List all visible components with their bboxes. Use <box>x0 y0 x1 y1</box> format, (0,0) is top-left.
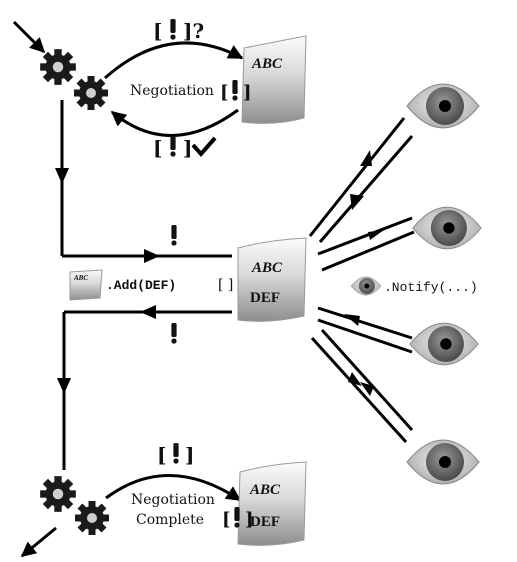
observer-links <box>308 117 415 444</box>
add-doc-icon: ABC <box>69 269 103 301</box>
exclamation-icon <box>173 443 179 464</box>
doc-text-bottom: DEF <box>250 514 280 530</box>
document-icon: ABC DEF <box>237 237 307 322</box>
svg-text:[: [ <box>220 82 229 103</box>
document-icon: ABC DEF <box>237 461 307 546</box>
checkmark-icon <box>191 136 217 158</box>
notify-call-label: .Notify(...) <box>384 280 478 295</box>
exclamation-icon <box>170 19 176 40</box>
svg-text:]: ] <box>243 82 252 103</box>
request-marker: [ ]? <box>153 19 204 43</box>
flow-return-arrowhead <box>140 305 156 319</box>
exclamation-icon <box>171 225 177 246</box>
eye-icon <box>406 439 480 485</box>
outgoing-arrow <box>20 526 57 558</box>
svg-text:]: ] <box>185 443 194 467</box>
negotiation-label: Negotiation <box>130 83 214 99</box>
svg-text:[: [ <box>153 19 162 43</box>
svg-text:]?: ]? <box>183 19 204 43</box>
add-call-label: .Add(DEF) <box>106 278 176 293</box>
negotiation-complete-line2: Complete <box>136 512 204 528</box>
svg-text:]: ] <box>245 509 254 530</box>
exclamation-icon <box>170 136 176 157</box>
eye-icon <box>350 276 382 296</box>
eye-icon <box>412 206 482 250</box>
doc-text-bottom: DEF <box>250 290 280 306</box>
accept-marker: [ ] <box>153 136 217 160</box>
doc-pending-marker: [ ] <box>220 80 252 103</box>
incoming-arrow <box>12 20 46 54</box>
doc-pending-marker: [ ] <box>218 277 233 293</box>
exclamation-icon <box>234 507 240 528</box>
flow-right-arrowhead <box>144 249 160 263</box>
doc-text-top: ABC <box>249 482 281 498</box>
svg-text:ABC: ABC <box>73 274 88 282</box>
final-arc <box>105 474 242 502</box>
svg-text:]: ] <box>183 136 192 160</box>
request-marker: [ ] <box>157 443 194 467</box>
request-arc <box>104 41 244 80</box>
eye-icon <box>409 322 479 366</box>
eye-icon <box>406 83 480 129</box>
document-icon: ABC <box>241 35 307 124</box>
doc-pending-marker: [ ] <box>222 507 254 530</box>
exclamation-icon <box>171 323 177 344</box>
response-arc <box>110 108 239 137</box>
svg-text:[: [ <box>157 443 166 467</box>
doc-text: ABC <box>251 56 283 72</box>
gear-icon <box>40 476 109 535</box>
svg-text:[: [ <box>222 509 231 530</box>
doc-text-top: ABC <box>251 260 283 276</box>
negotiation-complete-line1: Negotiation <box>131 492 215 508</box>
gear-icon <box>40 49 108 110</box>
flow-down-arrowhead-2 <box>57 378 71 394</box>
exclamation-icon <box>232 80 238 101</box>
flow-down-arrowhead <box>55 168 69 184</box>
svg-text:[: [ <box>153 136 162 160</box>
